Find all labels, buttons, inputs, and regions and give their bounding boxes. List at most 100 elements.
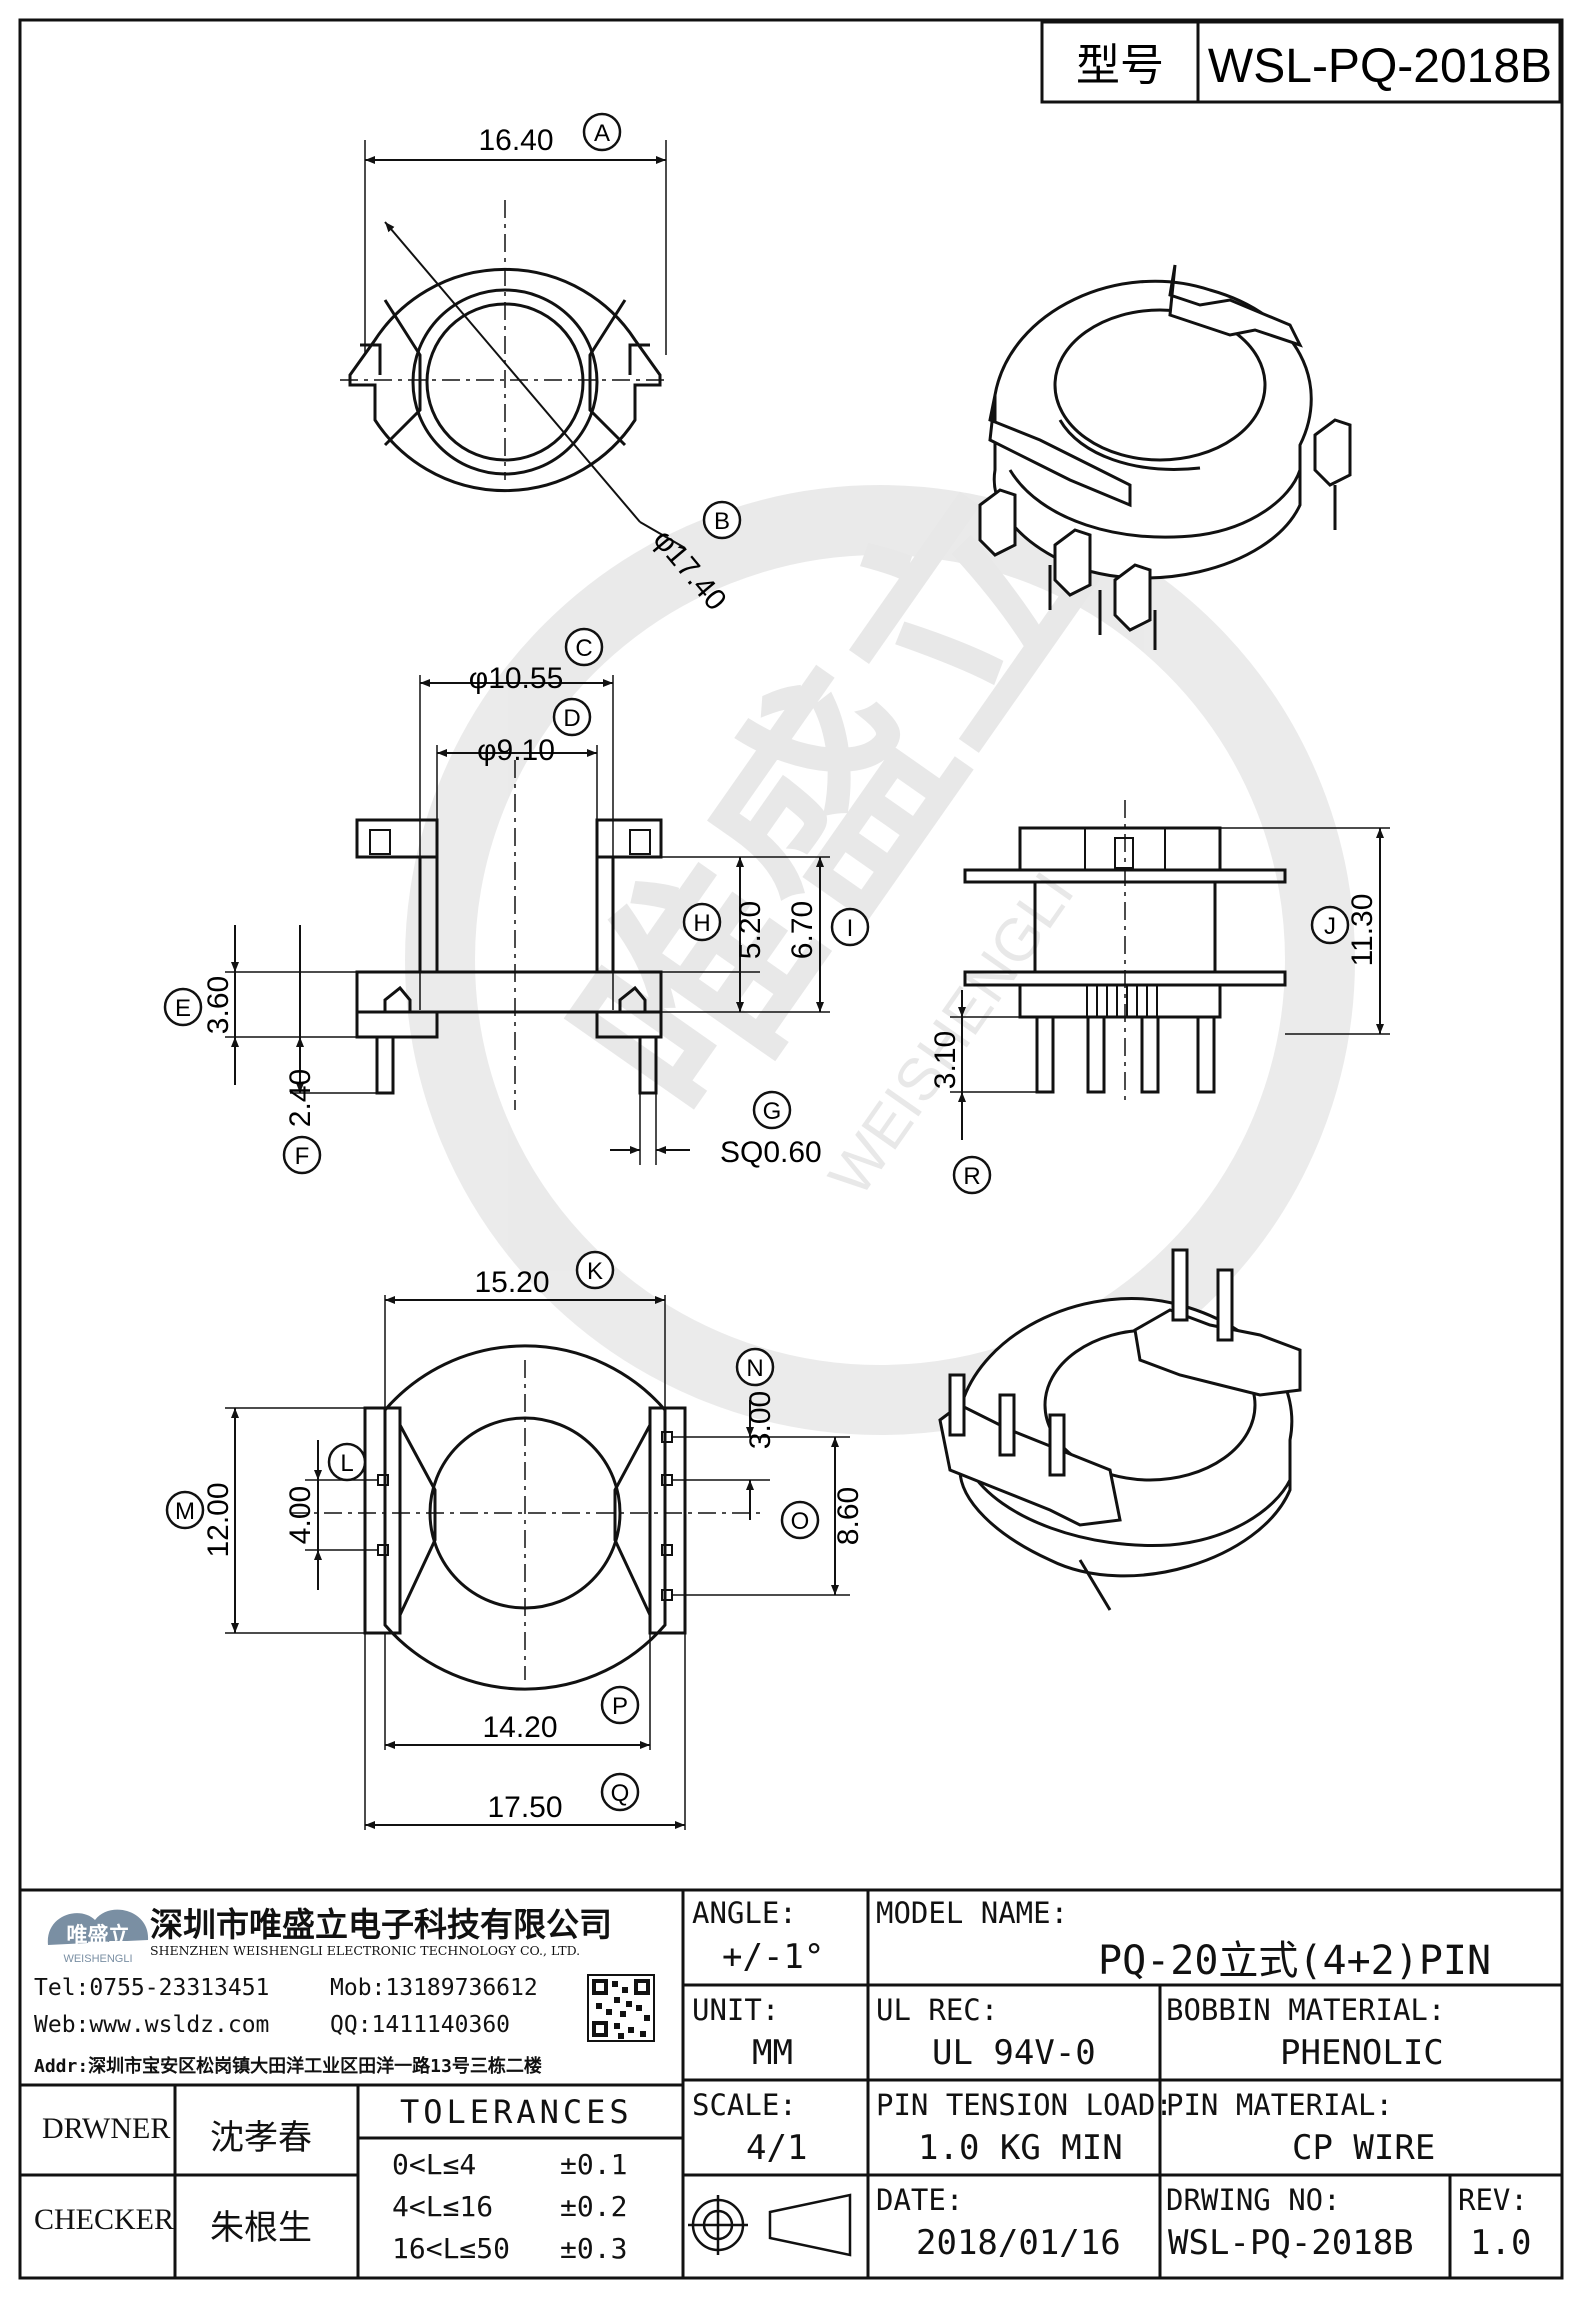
balloon-p	[600, 1685, 640, 1725]
dim-p: 14.20	[482, 1711, 557, 1744]
dim-c: φ10.55	[469, 662, 564, 695]
projection-symbol	[688, 2193, 852, 2257]
balloon-f	[282, 1135, 322, 1175]
drawing-no-value: WSL-PQ-2018B	[1168, 2223, 1414, 2263]
balloon-o-label: O	[791, 1508, 810, 1535]
ul-rec-value: UL 94V-0	[932, 2033, 1096, 2073]
angle-value: +/-1°	[722, 1937, 825, 1977]
tolerance-range-3: 16<L≤50	[392, 2232, 511, 2265]
balloon-i	[830, 907, 870, 947]
angle-label: ANGLE:	[692, 1896, 797, 1930]
company-web: Web:www.wsldz.com	[34, 2012, 270, 2038]
balloon-j-label: J	[1324, 913, 1336, 940]
iso-view-bottom	[938, 1248, 1302, 1611]
front-section-view	[225, 675, 830, 1165]
balloon-d-label: D	[563, 705, 580, 732]
balloon-g-label: G	[763, 1098, 782, 1125]
checker-label: CHECKER	[34, 2203, 175, 2236]
logo-sub: WEISHENGLI	[63, 1953, 132, 1965]
dim-o: 8.60	[832, 1487, 865, 1545]
dim-a: 16.40	[478, 124, 553, 157]
balloon-j	[1310, 905, 1350, 945]
header-box: 型号 WSL-PQ-2018B	[1040, 20, 1562, 104]
pin-material-label: PIN MATERIAL:	[1166, 2088, 1393, 2122]
balloon-c-label: C	[575, 635, 592, 662]
date-value: 2018/01/16	[916, 2223, 1121, 2263]
pin-material-value: CP WIRE	[1292, 2128, 1436, 2168]
company-mob: Mob:13189736612	[330, 1975, 538, 2001]
model-name-value: PQ-20立式(4+2)PIN	[1098, 1938, 1492, 1984]
dim-k: 15.20	[474, 1266, 549, 1299]
balloon-r	[952, 1155, 992, 1195]
balloon-a	[582, 112, 622, 152]
tolerance-value-3: ±0.3	[560, 2232, 628, 2265]
balloon-m	[165, 1490, 205, 1530]
balloon-p-label: P	[612, 1693, 628, 1720]
dim-i: 6.70	[786, 901, 819, 959]
balloon-i-label: I	[847, 915, 854, 942]
balloon-n-label: N	[746, 1355, 763, 1382]
bobbin-material-label: BOBBIN MATERIAL:	[1166, 1993, 1446, 2027]
drawer-label: DRWNER	[42, 2112, 171, 2145]
dim-g: SQ0.60	[720, 1136, 822, 1169]
dim-h: 5.20	[734, 901, 767, 959]
balloon-labels: A B C D E F G H I J K L M N O P Q R	[175, 120, 1336, 1807]
dim-n: 3.00	[744, 1391, 777, 1449]
balloon-m-label: M	[175, 1498, 195, 1525]
rev-label: REV:	[1458, 2183, 1528, 2217]
top-view	[340, 140, 686, 549]
model-name-label: MODEL NAME:	[876, 1896, 1069, 1930]
balloon-e	[163, 987, 203, 1027]
balloon-k	[575, 1250, 615, 1290]
dim-r: 3.10	[929, 1031, 962, 1089]
company-name-cn: 深圳市唯盛立电子科技有限公司	[150, 1905, 612, 1944]
bottom-view	[225, 1295, 850, 1830]
dim-j: 11.30	[1346, 894, 1379, 967]
balloon-b-label: B	[714, 508, 730, 535]
bobbin-material-value: PHENOLIC	[1280, 2033, 1444, 2073]
dim-e: 3.60	[202, 976, 235, 1034]
unit-label: UNIT:	[692, 1993, 780, 2027]
qr-code	[587, 1974, 655, 2042]
side-view	[950, 800, 1390, 1140]
balloons	[163, 112, 1350, 1812]
dim-m: 12.00	[202, 1482, 235, 1557]
drawing-no-label: DRWING NO:	[1166, 2183, 1341, 2217]
tolerances-label: TOLERANCES	[400, 2093, 633, 2131]
logo-text: 唯盛立	[67, 1923, 130, 1947]
rev-value: 1.0	[1470, 2223, 1532, 2263]
balloon-h	[682, 902, 722, 942]
date-label: DATE:	[876, 2183, 964, 2217]
checker-value: 朱根生	[210, 2208, 312, 2248]
balloon-q-label: Q	[611, 1780, 630, 1807]
balloon-r-label: R	[963, 1163, 980, 1190]
balloon-q	[600, 1772, 640, 1812]
company-name-en: SHENZHEN WEISHENGLI ELECTRONIC TECHNOLOG…	[150, 1943, 581, 1958]
pin-tension-value: 1.0 KG MIN	[918, 2128, 1123, 2168]
balloon-a-label: A	[594, 120, 610, 147]
scale-value: 4/1	[746, 2128, 808, 2168]
company-addr: Addr:深圳市宝安区松岗镇大田洋工业区田洋一路13号三栋二楼	[34, 2056, 542, 2077]
balloon-k-label: K	[587, 1258, 603, 1285]
tolerance-range-1: 0<L≤4	[392, 2148, 477, 2181]
company-qq: QQ:1411140360	[330, 2012, 511, 2038]
pin-tension-label: PIN TENSION LOAD:	[876, 2088, 1173, 2122]
company-logo: 唯盛立 WEISHENGLI	[47, 1909, 149, 1965]
balloon-f-label: F	[295, 1143, 310, 1170]
balloon-g	[752, 1090, 792, 1130]
balloon-n	[735, 1347, 775, 1387]
balloon-b	[702, 500, 742, 540]
type-label: 型号	[1076, 41, 1164, 90]
drawer-value: 沈孝春	[210, 2118, 312, 2158]
ul-rec-label: UL REC:	[876, 1993, 999, 2027]
balloon-d	[552, 697, 592, 737]
dim-q: 17.50	[487, 1791, 562, 1824]
balloon-h-label: H	[693, 910, 710, 937]
unit-value: MM	[752, 2033, 793, 2073]
balloon-c	[564, 627, 604, 667]
iso-view-top	[978, 264, 1352, 650]
dim-d: φ9.10	[477, 734, 555, 767]
balloon-e-label: E	[175, 995, 191, 1022]
balloon-l	[327, 1442, 367, 1482]
